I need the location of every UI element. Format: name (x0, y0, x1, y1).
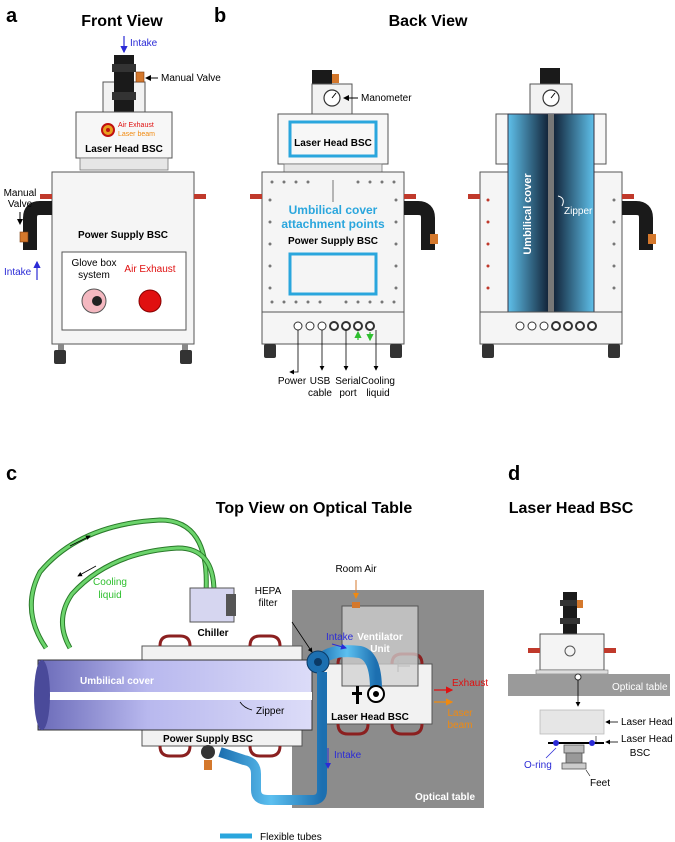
ventilator-label-2: Unit (370, 644, 390, 655)
umbilical-cover-top-label: Umbilical cover (80, 676, 154, 687)
usb-label-2: cable (308, 388, 332, 399)
panel-b: b Back View Manometer Laser Head BSC Umb… (214, 5, 656, 399)
zipper-back (548, 114, 554, 314)
panel-b-title: Back View (389, 13, 468, 30)
intake-label-2: Intake (334, 750, 362, 761)
power-supply-top-label: Power Supply BSC (163, 734, 253, 745)
panel-c: c Top View on Optical Table Optical tabl… (6, 463, 488, 842)
power-supply-bsc-label: Power Supply BSC (78, 230, 168, 241)
serial-label-2: port (339, 388, 356, 399)
d-laser-head-label: Laser Head (621, 717, 673, 728)
d-laser-head-box (539, 633, 605, 671)
air-exhaust-small-label: Air Exhaust (118, 122, 154, 129)
usb-label-1: USB (310, 376, 331, 387)
optical-table-label: Optical table (415, 792, 475, 803)
manual-valve-top-label: Manual Valve (161, 73, 221, 84)
d-oring-label: O-ring (524, 760, 552, 771)
serial-connector (341, 321, 351, 331)
panel-c-letter: c (6, 463, 17, 485)
d-feet (565, 752, 583, 764)
power-label: Power (278, 376, 307, 387)
cooling-label-2: liquid (366, 388, 389, 399)
laser-head-bsc-label: Laser Head BSC (85, 144, 163, 155)
panel-d-letter: d (508, 463, 520, 485)
manual-valve-top (135, 71, 145, 83)
cooling-label-2: liquid (98, 590, 121, 601)
room-air-label: Room Air (335, 564, 377, 575)
d-oring-left (553, 740, 559, 746)
d-laser-head (539, 709, 605, 735)
wheel-right (180, 350, 192, 364)
serial-label-1: Serial (335, 376, 361, 387)
laser-label-2: beam (447, 720, 472, 731)
flexible-tube-return (218, 672, 327, 805)
umbilical-attach-label-2: attachment points (281, 217, 385, 231)
panel-a-title: Front View (81, 13, 163, 30)
zipper-back-label: Zipper (564, 206, 593, 217)
usb-connector (317, 321, 327, 331)
d-laser-head-bsc-label-1: Laser Head (621, 734, 673, 745)
zipper-top-label: Zipper (256, 706, 285, 717)
laser-head-top-label: Laser Head BSC (331, 712, 409, 723)
intake-top-label: Intake (130, 38, 158, 49)
d-optical-table (508, 674, 670, 696)
hepa-label-1: HEPA (255, 586, 282, 597)
glove-box-label-1: Glove box (71, 258, 116, 269)
air-exhaust-port (138, 289, 162, 313)
back-laser-head-label: Laser Head BSC (294, 138, 372, 149)
cooling-tube-outer (29, 518, 208, 649)
d-intake-pipe (563, 592, 577, 636)
d-oring-right (589, 740, 595, 746)
panel-c-title: Top View on Optical Table (216, 500, 413, 517)
air-exhaust-label: Air Exhaust (124, 264, 175, 275)
manometer-label: Manometer (361, 93, 412, 104)
panel-a: a Front View Intake Manual Valve Air Exh… (4, 5, 221, 364)
legend-flexible-label: Flexible tubes (260, 832, 322, 842)
panel-d-title: Laser Head BSC (509, 500, 634, 517)
glove-box-label-2: system (78, 270, 110, 281)
wheel-left (54, 350, 66, 364)
umbilical-attach-label-1: Umbilical cover (289, 203, 378, 217)
bolt-holes (268, 180, 616, 304)
power-connector (293, 321, 303, 331)
panel-b-letter: b (214, 5, 226, 27)
panel-d: d Laser Head BSC Optical table Laser Hea… (508, 463, 673, 789)
laser-head-bsc-box (75, 111, 173, 159)
laser-label-1: Laser (447, 708, 473, 719)
laser-head-attach-frame (288, 120, 378, 158)
power-supply-attach-frame (288, 252, 378, 296)
front-panel (61, 251, 187, 331)
manual-valve-left-label-2: Valve (8, 199, 33, 210)
manual-valve-left (19, 231, 29, 243)
cooling-connector (365, 321, 375, 331)
panel-a-letter: a (6, 5, 18, 27)
hepa-label-2: filter (259, 598, 279, 609)
cooling-label-1: Cooling (93, 577, 127, 588)
intake-left-label: Intake (4, 267, 32, 278)
manual-valve-left-label-1: Manual (4, 188, 37, 199)
exhaust-label: Exhaust (452, 678, 488, 689)
umbilical-cover-back-label: Umbilical cover (522, 173, 534, 255)
intake-label-1: Intake (326, 632, 354, 643)
zipper-top (38, 692, 312, 700)
chiller-label: Chiller (197, 628, 228, 639)
d-laser-head-bsc-label-2: BSC (630, 748, 651, 759)
side-intake-pipe (23, 201, 52, 250)
d-feet-label: Feet (590, 778, 610, 789)
laser-beam-small-label: Laser beam (118, 131, 155, 138)
cooling-label-1: Cooling (361, 376, 395, 387)
cooling-tube-inner (61, 546, 216, 649)
ventilator-label-1: Ventilator (357, 632, 403, 643)
d-optical-table-label: Optical table (612, 682, 668, 693)
back-power-supply-label: Power Supply BSC (288, 236, 378, 247)
